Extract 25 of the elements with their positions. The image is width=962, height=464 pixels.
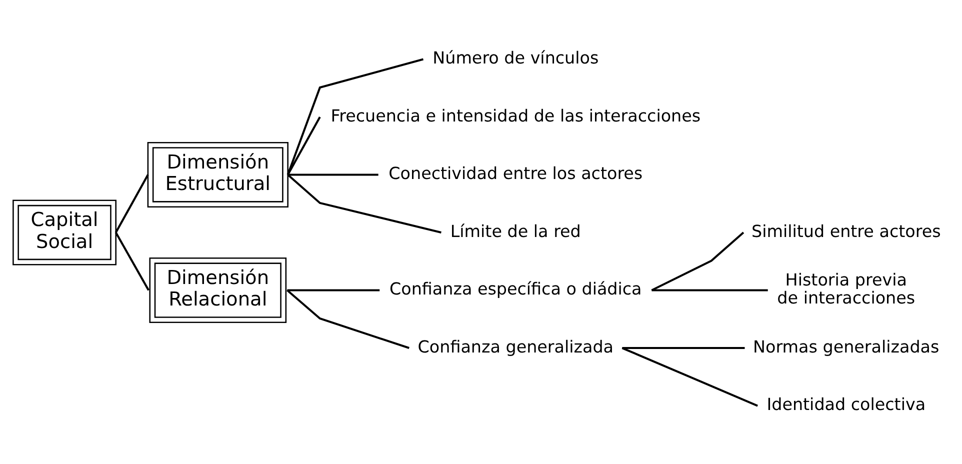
connector: [286, 116, 321, 175]
node-text: Normas generalizadas: [753, 336, 940, 356]
connector: [652, 288, 768, 291]
connector: [622, 346, 745, 349]
connector: [114, 174, 149, 232]
node-text: Identidad colectiva: [766, 394, 926, 414]
node-text: Similitud entre actores: [751, 221, 941, 240]
node-text: Confianza específica o diádica: [390, 279, 642, 298]
node-text: Conectividad entre los actores: [388, 164, 643, 183]
connector: [287, 173, 442, 233]
connector: [622, 346, 758, 406]
connector: [286, 58, 424, 175]
node-text: Confianza generalizada: [418, 336, 614, 356]
node-text: Límite de la red: [450, 221, 581, 240]
node-box: Capital Social: [12, 199, 116, 265]
connector: [651, 231, 744, 291]
connector: [287, 288, 380, 291]
node-text: Historia previa de interacciones: [777, 270, 916, 308]
connector: [286, 288, 410, 348]
connector: [288, 173, 378, 176]
node-text: Número de vínculos: [432, 48, 599, 68]
node-box: Dimensión Relacional: [149, 257, 287, 322]
connector: [114, 232, 150, 290]
node-box: Dimensión Estructural: [147, 142, 288, 207]
node-text: Frecuencia e intensidad de las interacciones: [330, 106, 701, 125]
